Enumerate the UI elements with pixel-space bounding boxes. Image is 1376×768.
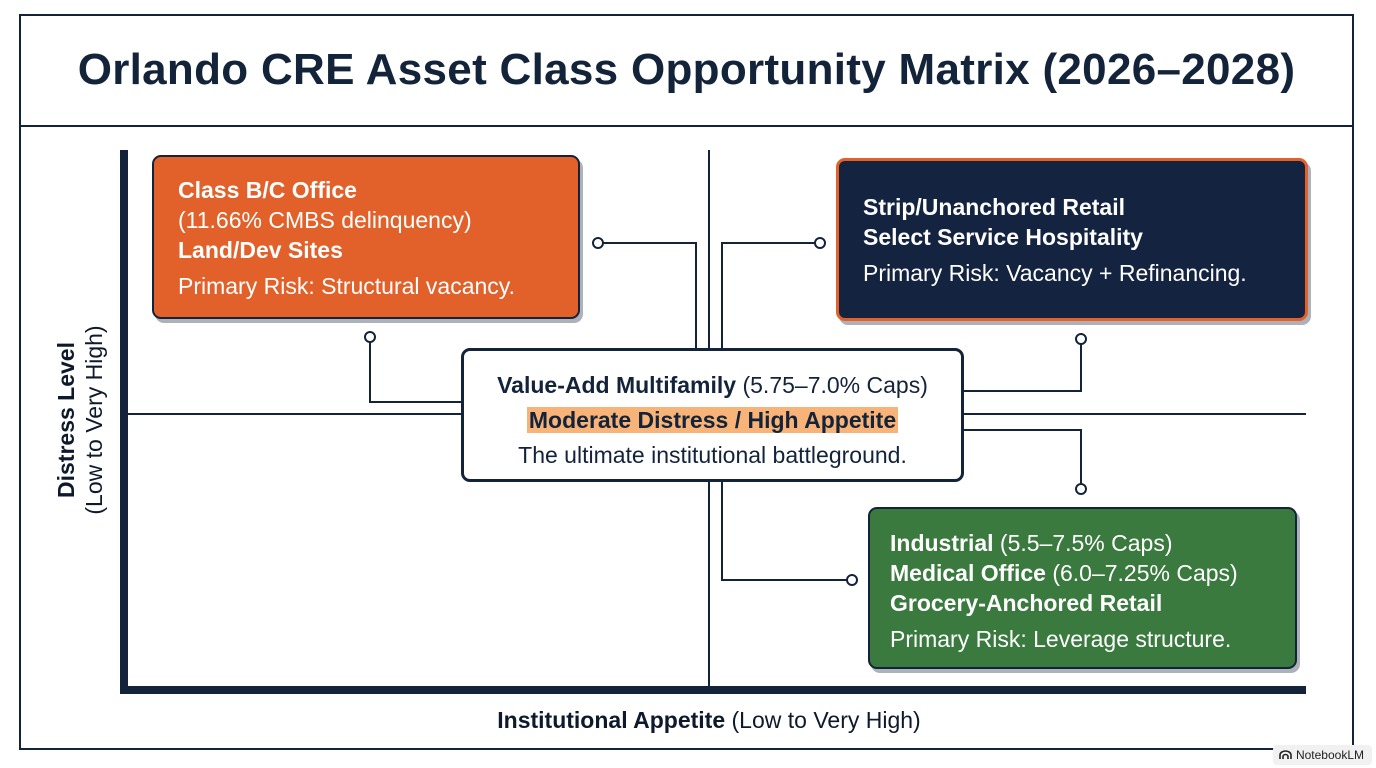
connector-top-right-lower xyxy=(964,339,1082,392)
quadrant-card-top-left: Class B/C Office (11.66% CMBS delinquenc… xyxy=(152,155,580,319)
y-axis-label: Distress Level (Low to Very High) xyxy=(52,325,108,514)
x-axis-title: Institutional Appetite xyxy=(497,707,726,733)
notebooklm-icon xyxy=(1279,750,1292,759)
cap-rate-range: (6.0–7.25% Caps) xyxy=(1052,560,1238,586)
cap-rate-range: (5.5–7.5% Caps) xyxy=(999,530,1173,556)
primary-risk: Primary Risk: Leverage structure. xyxy=(890,626,1232,652)
notebooklm-badge: NotebookLM xyxy=(1272,745,1372,765)
connector-dot xyxy=(814,237,826,249)
asset-class-label: Select Service Hospitality xyxy=(863,224,1143,250)
connector-top-right-upper xyxy=(721,242,820,348)
asset-class-label: Class B/C Office xyxy=(178,177,357,203)
title-bar: Orlando CRE Asset Class Opportunity Matr… xyxy=(19,14,1354,127)
connector-top-left-lower xyxy=(369,337,461,403)
asset-class-label: Grocery-Anchored Retail xyxy=(890,590,1163,616)
highlight-label: Moderate Distress / High Appetite xyxy=(526,407,899,433)
center-card: Value-Add Multifamily (5.75–7.0% Caps) M… xyxy=(461,348,964,482)
asset-class-label: Industrial xyxy=(890,530,994,556)
delinquency-note: (11.66% CMBS delinquency) xyxy=(178,207,472,233)
connector-bottom-right-upper xyxy=(964,429,1082,489)
cap-rate-range: (5.75–7.0% Caps) xyxy=(742,372,928,398)
primary-risk: Primary Risk: Structural vacancy. xyxy=(178,273,515,299)
connector-dot xyxy=(592,237,604,249)
connector-dot xyxy=(1075,333,1087,345)
center-tagline: The ultimate institutional battleground. xyxy=(518,442,907,468)
asset-class-label: Value-Add Multifamily xyxy=(497,372,737,398)
quadrant-card-top-right: Strip/Unanchored Retail Select Service H… xyxy=(836,158,1308,321)
page-title: Orlando CRE Asset Class Opportunity Matr… xyxy=(77,44,1296,94)
y-axis-title: Distress Level xyxy=(53,342,79,498)
y-axis-range: (Low to Very High) xyxy=(81,325,107,515)
quadrant-card-bottom-right: Industrial (5.5–7.5% Caps) Medical Offic… xyxy=(868,507,1297,669)
asset-class-label: Medical Office xyxy=(890,560,1046,586)
primary-risk: Primary Risk: Vacancy + Refinancing. xyxy=(863,260,1247,286)
matrix-frame xyxy=(19,14,1354,750)
connector-dot xyxy=(364,331,376,343)
asset-class-label: Strip/Unanchored Retail xyxy=(863,194,1125,220)
asset-class-label: Land/Dev Sites xyxy=(178,237,343,263)
connector-dot xyxy=(846,574,858,586)
connector-top-left-upper xyxy=(598,242,697,348)
connector-dot xyxy=(1075,483,1087,495)
x-axis-label: Institutional Appetite (Low to Very High… xyxy=(0,707,1376,734)
x-axis-range: (Low to Very High) xyxy=(731,707,921,733)
connector-bottom-right-lower xyxy=(721,482,852,581)
brand-label: NotebookLM xyxy=(1295,748,1364,762)
